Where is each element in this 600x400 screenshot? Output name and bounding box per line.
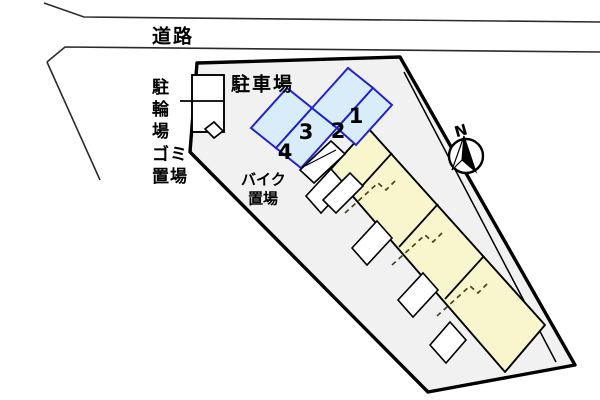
- bicycle-rack-outline: [191, 74, 225, 133]
- unit-divider-3: [444, 255, 485, 300]
- parking-stall-1[interactable]: [335, 86, 394, 147]
- label-bicycle-parking-char-0: 駐: [152, 77, 169, 98]
- road-upper-edge: [43, 2, 600, 23]
- neighbour-boundary-line: [46, 61, 101, 181]
- label-motorcycle-parking: バイク 置場: [241, 171, 286, 208]
- label-trash-area-line-1: ゴミ: [152, 144, 188, 165]
- label-parking-lot: 駐車場: [231, 73, 294, 96]
- label-bicycle-parking-char-1: 輪: [152, 99, 170, 120]
- parking-stall-label-1: 1: [349, 104, 364, 128]
- entrance-porch-3: [396, 271, 440, 319]
- building-interior-stairs: [344, 178, 490, 317]
- entrance-porch-2: [350, 219, 394, 267]
- motorcycle-parking-slots: [298, 139, 365, 215]
- label-trash-area-line-2: 置場: [152, 167, 188, 187]
- label-motorcycle-parking-line-2: 置場: [248, 190, 278, 208]
- stair-run-3: [436, 281, 490, 317]
- road-lower-edge: [46, 46, 600, 63]
- parking-stall-group: [249, 66, 394, 170]
- bicycle-parking-rack[interactable]: [180, 74, 225, 133]
- compass-rose: N: [447, 120, 485, 175]
- label-trash-area: ゴミ 置場: [152, 144, 188, 187]
- stair-run-2: [391, 230, 445, 266]
- trash-area-marker[interactable]: [203, 120, 225, 140]
- building-block: [304, 127, 546, 373]
- label-bicycle-parking: 駐 輪 場: [152, 77, 170, 142]
- label-road: 道路: [152, 25, 194, 48]
- parking-stall-label-2: 2: [331, 119, 346, 143]
- road-boundary-lines: [43, 2, 600, 181]
- trash-area-diamond: [203, 120, 225, 140]
- compass-needle-light: [451, 135, 465, 171]
- label-motorcycle-parking-line-1: バイク: [241, 171, 286, 189]
- unit-divider-2: [398, 203, 439, 248]
- entrance-porch-4: [428, 320, 468, 365]
- stair-run-1: [344, 178, 398, 214]
- label-bicycle-parking-char-2: 場: [152, 122, 169, 142]
- parking-stall-label-4: 4: [278, 140, 293, 164]
- parking-stall-label-3: 3: [299, 120, 314, 144]
- compass-north-letter: N: [452, 120, 469, 141]
- motorcycle-slot-divider: [304, 149, 337, 167]
- motorcycle-slot-2[interactable]: [321, 171, 365, 215]
